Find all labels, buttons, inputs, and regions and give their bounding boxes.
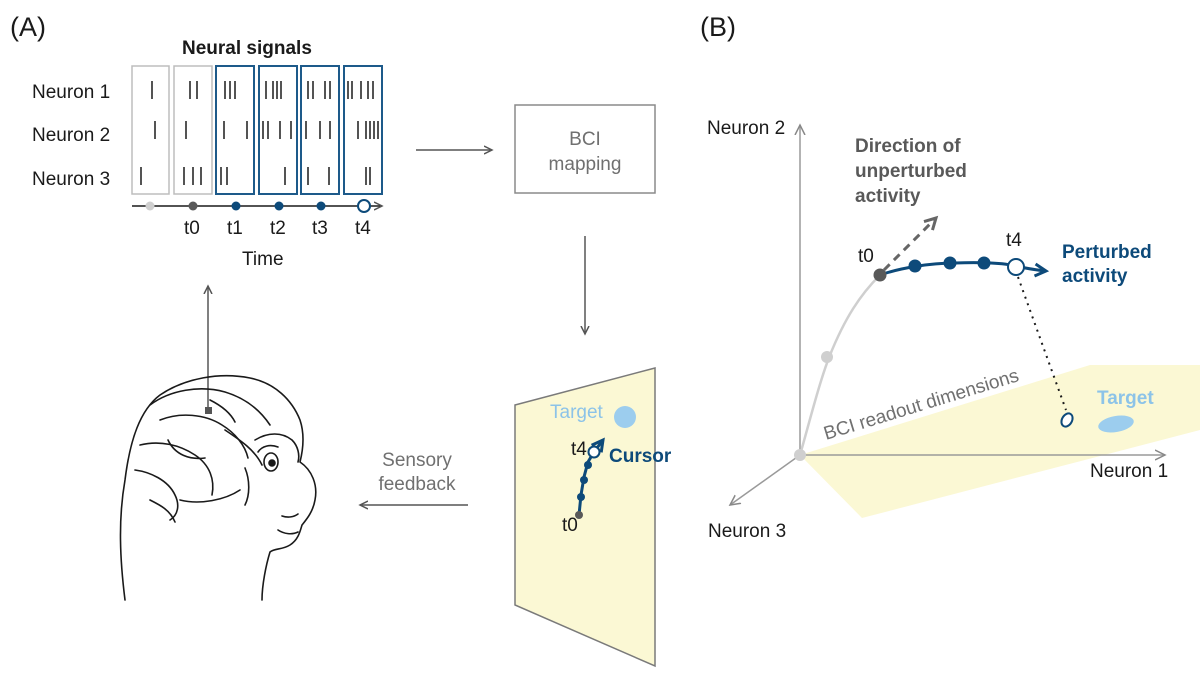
window-t3	[300, 65, 340, 195]
unperturbed-line1: Direction of	[855, 136, 961, 157]
window-0	[131, 65, 170, 195]
projection-line	[1017, 276, 1067, 411]
perturbed-dot-3	[977, 256, 991, 270]
panel-a-label: (A)	[10, 12, 46, 42]
tick-t3: t3	[312, 218, 328, 239]
tick-t1: t1	[227, 218, 243, 239]
cursor-label: Cursor	[609, 446, 672, 467]
screen-target	[614, 406, 636, 428]
tick-t0: t0	[184, 218, 200, 239]
time-axis: t0 t1 t2 t3 t4 Time	[132, 199, 382, 270]
bci-mapping-line1: BCI	[569, 129, 601, 150]
unperturbed-direction-arrow	[882, 215, 939, 272]
neuron1-axis-label: Neuron 1	[1090, 461, 1168, 482]
neuron-2-label: Neuron 2	[32, 125, 110, 146]
b-target-label: Target	[1097, 388, 1154, 409]
sensory-feedback-line1: Sensory	[382, 450, 452, 471]
neuron3-axis-label: Neuron 3	[708, 521, 786, 542]
time-dot-t1	[231, 201, 241, 211]
cursor-dot-t0	[575, 511, 583, 519]
cursor-dot-1	[577, 493, 585, 501]
sensory-feedback-line2: feedback	[378, 474, 456, 495]
perturbed-dot-1	[908, 259, 922, 273]
cursor-dot-3	[584, 461, 592, 469]
window-t2	[258, 65, 298, 195]
spike-raster	[131, 65, 383, 195]
perturbed-dot-2	[943, 256, 957, 270]
tick-t4: t4	[355, 218, 371, 239]
time-dot-pre	[145, 201, 155, 211]
bci-mapping-box	[514, 104, 656, 194]
time-axis-label: Time	[242, 249, 284, 270]
electrode	[205, 407, 212, 414]
window-t0	[173, 65, 213, 195]
time-dot-t4	[357, 199, 371, 213]
panel-b-label: (B)	[700, 12, 736, 42]
perturbed-line1: Perturbed	[1062, 242, 1152, 263]
window-t1	[215, 65, 255, 195]
gray-dot-1	[821, 351, 833, 363]
monkey-head-illustration	[119, 375, 317, 601]
window-t4	[343, 65, 383, 195]
cursor-dot-2	[580, 476, 588, 484]
readout-plane	[800, 365, 1200, 518]
bci-mapping-line2: mapping	[549, 154, 622, 175]
cursor-screen	[514, 367, 656, 668]
screen-target-label: Target	[550, 402, 604, 423]
perturbed-dot-t4	[1007, 258, 1025, 276]
perturbed-line2: activity	[1062, 266, 1128, 287]
projected-point	[1060, 412, 1074, 428]
axes-3d	[730, 125, 1165, 505]
cursor-t4-label: t4	[571, 439, 587, 460]
cursor-dot-t4	[587, 445, 601, 459]
axis-neuron3	[730, 454, 801, 505]
neuron-3-label: Neuron 3	[32, 169, 110, 190]
neuron-1-label: Neuron 1	[32, 82, 110, 103]
b-target	[1098, 415, 1134, 433]
neural-signals-title: Neural signals	[182, 38, 312, 59]
cursor-trajectory	[575, 437, 605, 519]
perturbed-dot-t0	[873, 268, 887, 282]
time-dot-t2	[274, 201, 284, 211]
time-dot-t0	[188, 201, 198, 211]
unperturbed-line2: unperturbed	[855, 161, 967, 182]
time-dot-t3	[316, 201, 326, 211]
cursor-t0-label: t0	[562, 515, 578, 536]
unperturbed-line3: activity	[855, 186, 921, 207]
b-t4-label: t4	[1006, 230, 1022, 251]
b-t0-label: t0	[858, 246, 874, 267]
neuron2-axis-label: Neuron 2	[707, 118, 785, 139]
tick-t2: t2	[270, 218, 286, 239]
spikes	[140, 81, 379, 185]
